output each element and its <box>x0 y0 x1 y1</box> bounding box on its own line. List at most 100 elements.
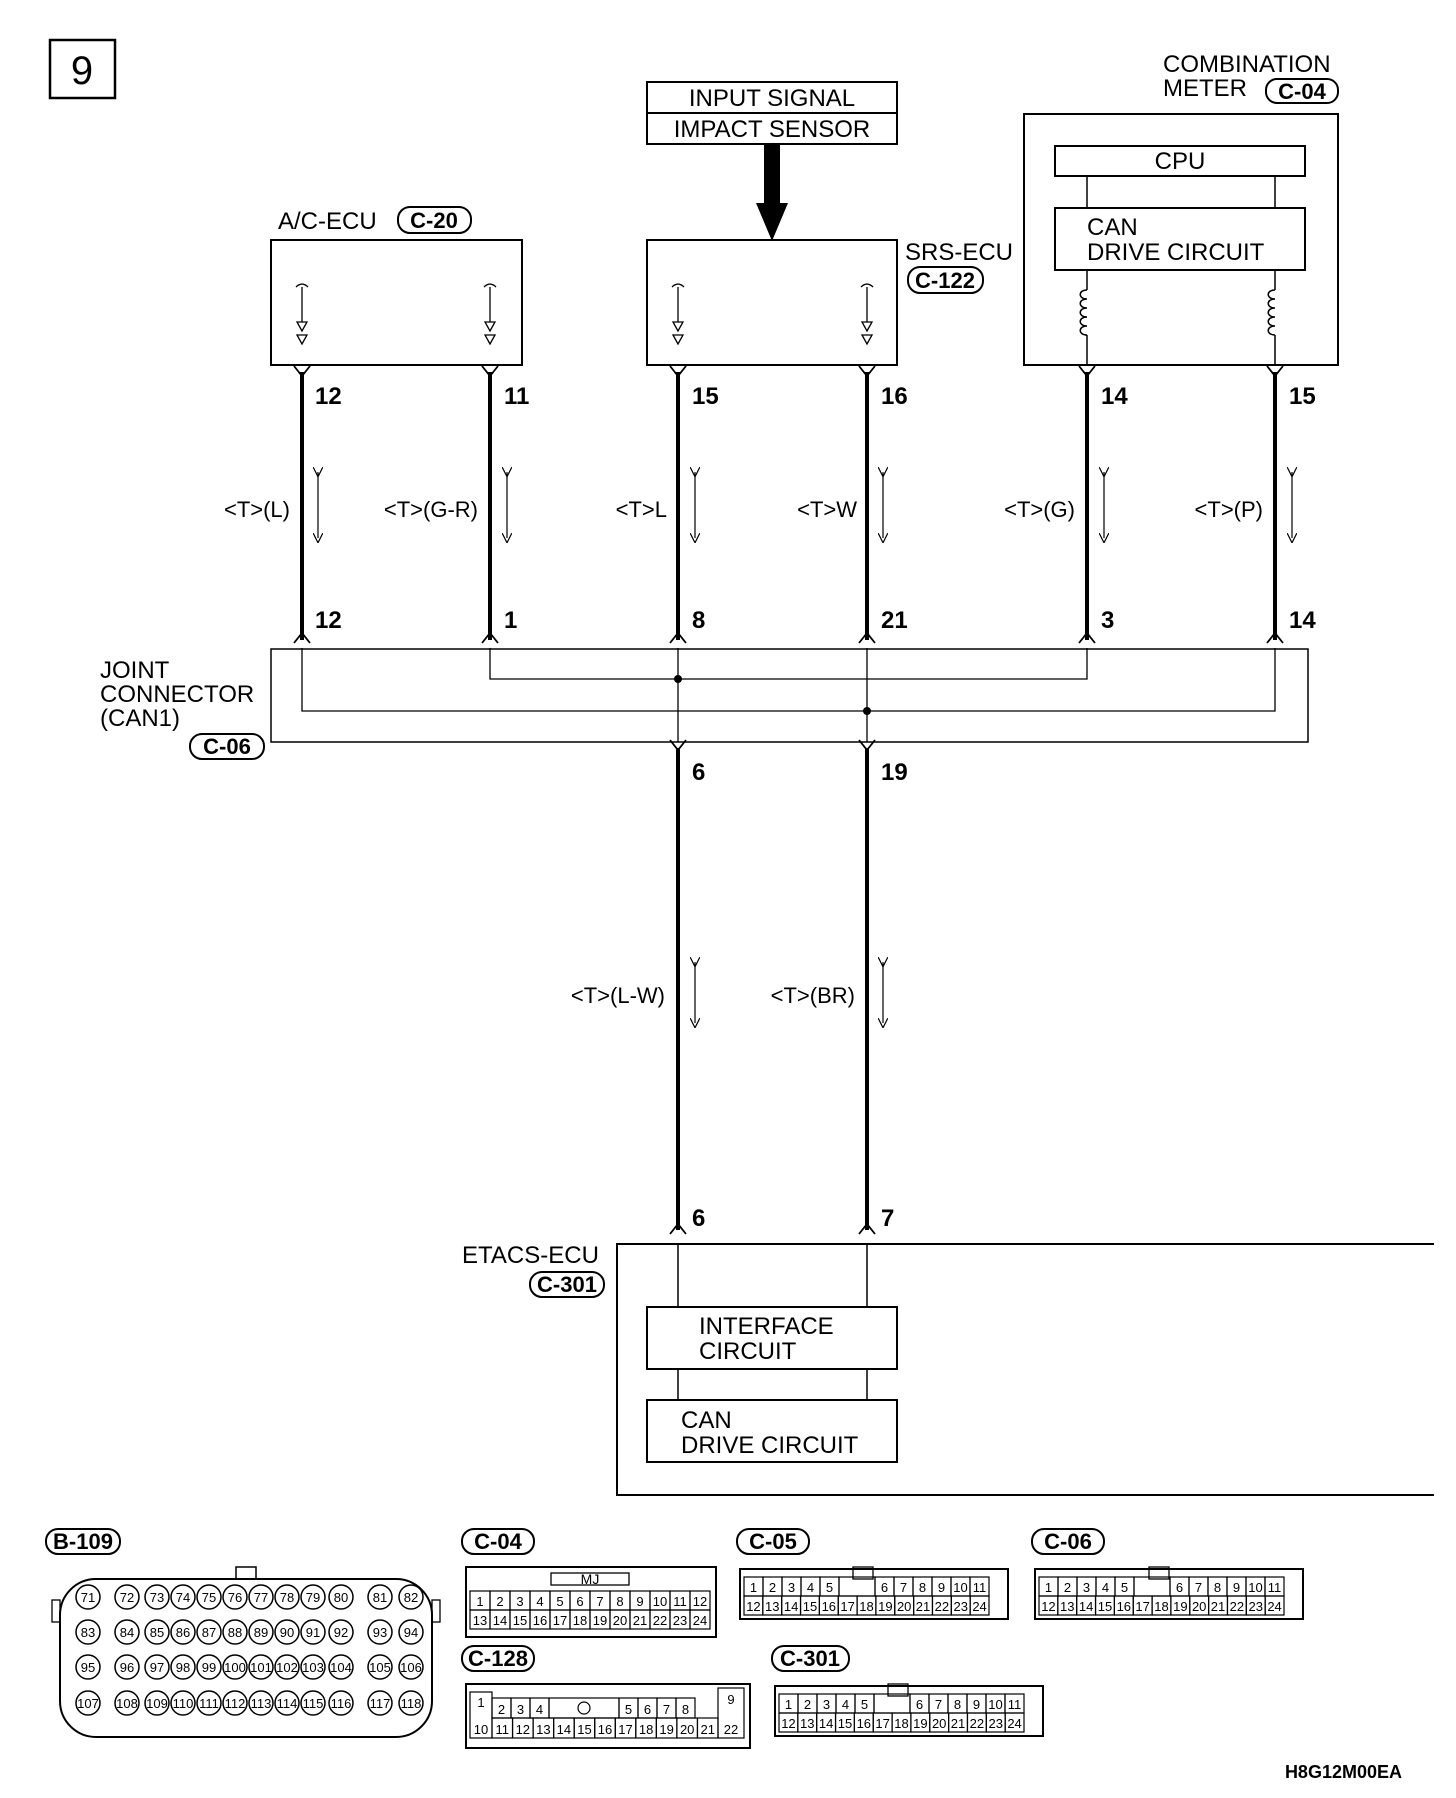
cavity: 11 <box>969 1576 990 1597</box>
svg-text:14: 14 <box>784 1599 798 1614</box>
srs-ecu-title: SRS-ECU <box>905 239 1013 266</box>
ac-ecu-connector: C-20 <box>410 208 458 233</box>
pin-number: 14 <box>1289 607 1316 634</box>
cavity: 77 <box>248 1584 274 1610</box>
svg-text:116: 116 <box>331 1696 352 1711</box>
svg-text:11: 11 <box>1008 1697 1022 1712</box>
cavity: 22 <box>931 1595 952 1616</box>
cavity: 95 <box>75 1654 101 1680</box>
input-signal-box: INPUT SIGNAL IMPACT SENSOR <box>646 81 898 241</box>
interface-label-2: CIRCUIT <box>699 1338 797 1365</box>
cavity: 1 <box>1038 1576 1059 1597</box>
cavity: 10 <box>1245 1576 1266 1597</box>
cavity: 103 <box>300 1654 326 1680</box>
etacs-title: ETACS-ECU <box>462 1242 599 1269</box>
svg-text:78: 78 <box>280 1590 294 1605</box>
svg-text:110: 110 <box>173 1696 194 1711</box>
svg-text:10: 10 <box>474 1722 488 1737</box>
cavity: 101 <box>248 1654 274 1680</box>
svg-text:94: 94 <box>404 1625 418 1640</box>
svg-text:6: 6 <box>881 1580 888 1595</box>
svg-text:16: 16 <box>598 1722 612 1737</box>
cavity: 78 <box>274 1584 300 1610</box>
joint-connector-id: C-06 <box>203 734 251 759</box>
svg-text:20: 20 <box>897 1599 911 1614</box>
svg-text:7: 7 <box>900 1580 907 1595</box>
svg-text:72: 72 <box>120 1590 134 1605</box>
cavity: 4 <box>529 1697 550 1719</box>
cavity: 115 <box>300 1690 326 1716</box>
cavity: 15 <box>1094 1595 1115 1616</box>
pin-number: 12 <box>315 383 342 410</box>
svg-text:3: 3 <box>823 1697 830 1712</box>
svg-text:4: 4 <box>536 1594 543 1609</box>
cavity: 76 <box>222 1584 248 1610</box>
svg-text:8: 8 <box>919 1580 926 1595</box>
cavity: 1 <box>778 1693 799 1714</box>
svg-text:24: 24 <box>1007 1716 1021 1731</box>
joint-label-3: (CAN1) <box>100 705 180 732</box>
svg-text:19: 19 <box>878 1599 892 1614</box>
wire-label: <T>(G-R) <box>384 497 478 522</box>
cavity: 21 <box>629 1609 651 1630</box>
svg-text:18: 18 <box>894 1716 908 1731</box>
joint-connector: JOINT CONNECTOR (CAN1) C-06 <box>100 648 1309 760</box>
pin-number: 16 <box>881 383 908 410</box>
cavity: 72 <box>114 1584 140 1610</box>
etacs-connector: C-301 <box>537 1272 597 1297</box>
cavity: 5 <box>618 1697 639 1719</box>
svg-text:18: 18 <box>573 1613 587 1628</box>
cavity: 8 <box>1207 1576 1228 1597</box>
cavity: 106 <box>398 1654 424 1680</box>
cavity: 113 <box>248 1690 274 1716</box>
svg-text:74: 74 <box>176 1590 190 1605</box>
svg-text:22: 22 <box>1230 1599 1244 1614</box>
cavity: 97 <box>144 1654 170 1680</box>
cavity: 18 <box>635 1717 657 1739</box>
svg-text:20: 20 <box>932 1716 946 1731</box>
connector-name: C-128 <box>468 1646 528 1671</box>
cavity: 89 <box>248 1619 274 1645</box>
coil-icon <box>1267 289 1276 336</box>
svg-text:21: 21 <box>700 1722 714 1737</box>
svg-text:9: 9 <box>973 1697 980 1712</box>
pin-number: 21 <box>881 607 908 634</box>
cavity: 7 <box>589 1590 611 1611</box>
cavity: 5 <box>854 1693 875 1714</box>
cavity: 7 <box>928 1693 949 1714</box>
svg-text:79: 79 <box>306 1590 320 1605</box>
svg-text:2: 2 <box>769 1580 776 1595</box>
cavity: 4 <box>1095 1576 1116 1597</box>
svg-text:4: 4 <box>842 1697 849 1712</box>
cavity: 22 <box>649 1609 671 1630</box>
svg-text:5: 5 <box>556 1594 563 1609</box>
svg-text:16: 16 <box>533 1613 547 1628</box>
cavity: 118 <box>398 1690 424 1716</box>
svg-text:19: 19 <box>593 1613 607 1628</box>
cavity: 13 <box>1057 1595 1078 1616</box>
svg-text:93: 93 <box>373 1625 387 1640</box>
svg-text:17: 17 <box>618 1722 632 1737</box>
pin-number: 15 <box>1289 383 1316 410</box>
svg-text:89: 89 <box>254 1625 268 1640</box>
svg-text:18: 18 <box>859 1599 873 1614</box>
svg-text:20: 20 <box>1192 1599 1206 1614</box>
cavity: 73 <box>144 1584 170 1610</box>
cavity: 3 <box>816 1693 837 1714</box>
cavity: 16 <box>818 1595 839 1616</box>
svg-text:81: 81 <box>373 1590 387 1605</box>
svg-text:4: 4 <box>807 1580 814 1595</box>
cavity: 7 <box>893 1576 914 1597</box>
svg-text:16: 16 <box>1117 1599 1131 1614</box>
svg-text:15: 15 <box>803 1599 817 1614</box>
cavity: 3 <box>1076 1576 1097 1597</box>
svg-text:22: 22 <box>653 1613 667 1628</box>
cavity: 2 <box>1057 1576 1078 1597</box>
svg-text:99: 99 <box>202 1660 216 1675</box>
termination-symbols <box>295 283 874 346</box>
svg-text:14: 14 <box>557 1722 571 1737</box>
svg-text:17: 17 <box>553 1613 567 1628</box>
svg-text:13: 13 <box>800 1716 814 1731</box>
cavity <box>873 1693 911 1714</box>
svg-text:8: 8 <box>954 1697 961 1712</box>
